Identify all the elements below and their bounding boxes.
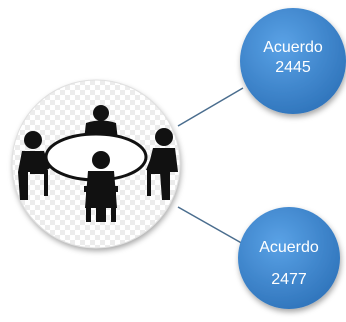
node-acuerdo-2477[interactable] [238,207,340,309]
node-label-2477: Acuerdo 2477 [239,238,339,290]
connector-bottom [177,206,246,246]
node-label-2477-line1: Acuerdo [259,239,319,256]
connector-top [177,87,244,127]
node-label-2477-line2: 2477 [271,271,307,288]
node-acuerdo-2445[interactable] [240,8,346,114]
meeting-table-icon [11,79,181,249]
node-label-2445: Acuerdo 2445 [243,38,343,78]
node-label-2445-line2: 2445 [275,59,311,76]
node-label-2445-line1: Acuerdo [263,39,323,56]
